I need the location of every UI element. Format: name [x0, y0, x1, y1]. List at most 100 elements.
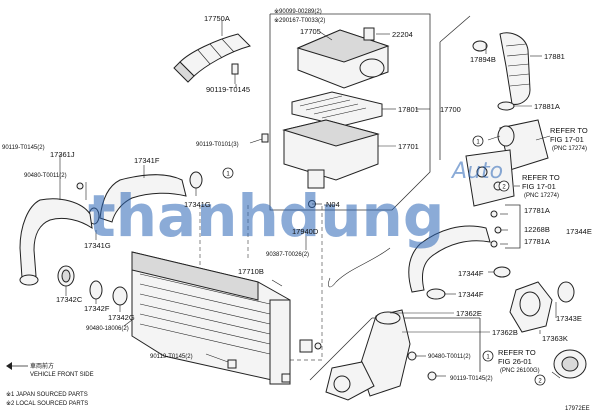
label-90480-t0011-a: 90480-T0011(2)	[24, 173, 67, 179]
throttle-pipe-17363k	[509, 281, 553, 333]
air-cleaner-case-17701	[282, 119, 380, 189]
label-90099-00289: ※90099-00289(2)	[274, 8, 322, 15]
legend-japan-sourced: ※1 JAPAN SOURCED PARTS	[6, 391, 88, 398]
right-hose-frame	[505, 204, 521, 249]
callout-1-b: 1	[472, 135, 484, 147]
hose-clamp-17881a	[497, 101, 515, 111]
label-90480-t0011-b: 90480-T0011(2)	[428, 354, 471, 360]
label-17362b: 17362B	[492, 328, 518, 337]
label-17361j: 17361J	[50, 150, 75, 159]
watermark-auto-text: Auto	[450, 159, 503, 184]
sensor-17710b	[299, 339, 322, 353]
label-17940d: 17940D	[292, 227, 319, 236]
label-90119-t0145-d: 90119-T0145(2)	[450, 376, 493, 382]
intercooler-frame-left	[199, 204, 335, 361]
label-17342c: 17342C	[56, 295, 83, 304]
intake-pipe-17362b	[325, 361, 375, 401]
label-fig-26-01: FIG 26-01	[498, 357, 532, 366]
label-refer-to-a: REFER TO	[550, 126, 588, 135]
label-12268b: 12268B	[524, 225, 550, 234]
label-pnc-17274-b: (PNC 17274)	[524, 193, 559, 199]
label-90119-t0145-c: 90119-T0145(2)	[150, 354, 193, 360]
label-90119-t0101: 90119-T0101(3)	[196, 142, 239, 148]
part-labels: 17750A 90119-T0145 ※90099-00289(2) ※2901…	[2, 8, 592, 382]
label-17362e: 17362E	[456, 309, 482, 318]
label-fig-17-01-a: FIG 17-01	[550, 135, 584, 144]
hose-clamp-17344f-bottom	[426, 288, 446, 300]
label-17344e: 17344E	[566, 227, 592, 236]
right-bracket-line	[439, 15, 471, 43]
vacuum-hose-90387	[328, 247, 391, 288]
hose-clamp-17342g	[112, 286, 128, 306]
intercooler-17940d	[131, 251, 291, 385]
intercooler-hose-17341f	[99, 174, 187, 223]
callout-2-a: 2	[498, 180, 510, 192]
callout-1-a-text: 1	[226, 172, 230, 178]
intercooler-outlet-hose-17344e	[408, 225, 491, 293]
label-17750a: 17750A	[204, 14, 230, 23]
clip-22204	[363, 27, 375, 41]
figure-code: 17972EE	[565, 406, 590, 412]
label-17341g-a: 17341G	[184, 200, 211, 209]
bolts-90480-t0011-left	[76, 182, 84, 190]
throttle-body	[553, 349, 587, 379]
vehicle-front-text: VEHICLE FRONT SIDE	[30, 372, 94, 378]
label-17341f: 17341F	[134, 156, 160, 165]
label-17881a-a: 17881A	[534, 102, 560, 111]
callout-1-a: 1	[222, 167, 234, 179]
label-17801: 17801	[398, 105, 419, 114]
vehicle-front-jp: 車両前方	[30, 362, 54, 370]
hose-17342c	[57, 265, 75, 287]
callout-1-c-text: 1	[486, 355, 490, 361]
air-intake-duct-17750a	[173, 33, 251, 83]
bolt-90119-t0145-bottom	[427, 371, 437, 381]
hose-clamp-17894b	[472, 40, 488, 52]
label-17710b: 17710B	[238, 267, 264, 276]
label-17700: 17700	[440, 105, 461, 114]
label-17342g: 17342G	[108, 313, 135, 322]
label-17344f-a: 17344F	[458, 269, 484, 278]
label-290167-t0033: ※290167-T0033(2)	[274, 17, 325, 24]
callout-1-b-text: 1	[476, 140, 480, 146]
label-17342f: 17342F	[84, 304, 110, 313]
label-17363k: 17363K	[542, 334, 568, 343]
label-pnc-26100g: (PNC 26100G)	[500, 368, 540, 374]
watermark-text: thanhdung	[88, 182, 444, 250]
mount-bolts-bottom	[227, 359, 291, 383]
bolt-90480-t0011-bottom	[407, 351, 417, 361]
label-17701: 17701	[398, 142, 419, 151]
label-17705: 17705	[300, 27, 321, 36]
label-17343e: 17343E	[556, 314, 582, 323]
bolts-90119-t0101	[261, 133, 269, 143]
air-cleaner-cap-17705	[296, 29, 390, 89]
intake-pipe-17361j	[19, 198, 93, 286]
watermark: thanhdung Auto	[88, 159, 503, 250]
callout-2-a-text: 2	[502, 185, 506, 191]
callout-1-c: 1	[482, 350, 494, 362]
bottom-bracket-line	[309, 317, 373, 381]
label-refer-to-c: REFER TO	[498, 348, 536, 357]
air-filter-element-17801	[291, 91, 383, 127]
label-fig-17-01-b: FIG 17-01	[522, 182, 556, 191]
label-17781a-b: 17781A	[524, 206, 550, 215]
label-22204: 22204	[392, 30, 413, 39]
hose-17342f	[89, 280, 103, 300]
label-refer-to-b: REFER TO	[522, 173, 560, 182]
leader-lines	[59, 20, 561, 379]
label-n04: N04	[326, 200, 340, 209]
turbo-outlet-bracket	[465, 149, 515, 207]
label-pnc-17274-a: (PNC 17274)	[552, 146, 587, 152]
hose-clamp-17343e	[557, 281, 575, 303]
label-17344f-b: 17344F	[458, 290, 484, 299]
hose-clamp-17344f-top	[493, 266, 511, 278]
vehicle-front-indicator: 車両前方 VEHICLE FRONT SIDE	[6, 362, 94, 378]
label-90387-t0026: 90387-T0026(2)	[266, 252, 309, 258]
air-hose-17881	[499, 32, 531, 105]
clip-bolt-17750a	[231, 63, 239, 84]
callout-2-b: 2	[534, 374, 546, 386]
legend-local-sourced: ※2 LOCAL SOURCED PARTS	[6, 400, 88, 407]
label-17894b: 17894B	[470, 55, 496, 64]
label-90119-t0145-b: 90119-T0145(2)	[2, 145, 45, 151]
